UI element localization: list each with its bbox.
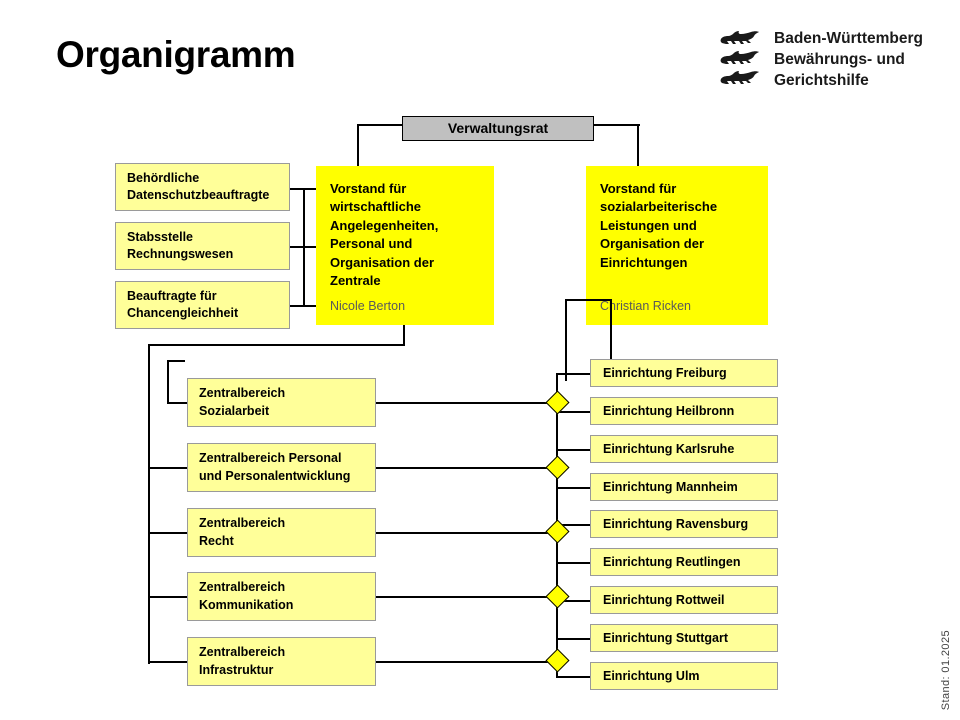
connector-facility-5 (556, 524, 591, 527)
connector-central-inner-top (167, 360, 185, 363)
lion-icon (720, 71, 759, 84)
node-label: Einrichtung Stuttgart (603, 630, 728, 645)
connector-staff-trunk (303, 188, 305, 306)
node-staff-chancengleichheit[interactable]: Beauftragte für Chancengleichheit (115, 281, 290, 329)
node-einrichtung-karlsruhe[interactable]: Einrichtung Karlsruhe (590, 435, 778, 463)
connector-facility-8 (556, 638, 591, 641)
node-label: Zentralbereich Recht (199, 516, 286, 548)
connector-facility-6 (556, 562, 591, 565)
three-lions-icon (718, 28, 762, 88)
connector-facility-1 (556, 373, 591, 376)
logo-wordmark: Baden-Württemberg Bewährungs- und Gerich… (774, 28, 923, 92)
connector-board-right-run (565, 299, 612, 302)
node-label: Einrichtung Ravensburg (603, 516, 749, 531)
node-zentralbereich-infrastruktur[interactable]: Zentralbereich Infrastruktur (187, 637, 376, 686)
node-label: Einrichtung Rottweil (603, 592, 725, 607)
node-einrichtung-rottweil[interactable]: Einrichtung Rottweil (590, 586, 778, 614)
node-zentralbereich-kommunikation[interactable]: Zentralbereich Kommunikation (187, 572, 376, 621)
connector-facility-9 (556, 676, 591, 679)
diamond-connector-2 (545, 455, 570, 480)
bw-logo: Baden-Württemberg Bewährungs- und Gerich… (718, 28, 923, 92)
node-einrichtung-heilbronn[interactable]: Einrichtung Heilbronn (590, 397, 778, 425)
connector-facility-3 (556, 449, 591, 452)
node-verwaltungsrat[interactable]: Verwaltungsrat (402, 116, 594, 141)
node-label: Einrichtung Karlsruhe (603, 441, 735, 456)
connector-board-left-run (148, 344, 405, 347)
connector-council-right-h (594, 124, 640, 127)
connector-central-5-right (376, 661, 556, 664)
node-label: Einrichtung Ulm (603, 668, 700, 683)
connector-board-right-run-v (565, 299, 568, 381)
page-title: Organigramm (56, 34, 296, 75)
node-label: Einrichtung Heilbronn (603, 403, 735, 418)
connector-council-left-v (357, 124, 360, 168)
node-zentralbereich-sozialarbeit[interactable]: Zentralbereich Sozialarbeit (187, 378, 376, 427)
diamond-connector-4 (545, 584, 570, 609)
node-label: Zentralbereich Personal und Personalentw… (199, 451, 351, 483)
connector-central-trunk (148, 344, 151, 664)
node-person: Nicole Berton (330, 299, 406, 313)
node-zentralbereich-personal[interactable]: Zentralbereich Personal und Personalentw… (187, 443, 376, 492)
connector-central-5 (148, 661, 187, 664)
connector-facility-4 (556, 487, 591, 490)
connector-council-right-v (637, 124, 640, 168)
node-label: Behördliche Datenschutzbeauftragte (127, 170, 270, 202)
node-einrichtung-mannheim[interactable]: Einrichtung Mannheim (590, 473, 778, 501)
lion-icon (720, 31, 759, 44)
connector-staff-3 (290, 305, 316, 307)
stand-date: Stand: 01.2025 (940, 629, 952, 710)
node-vorstand-wirtschaft[interactable]: Vorstand für wirtschaftliche Angelegenhe… (316, 166, 494, 325)
connector-central-4-right (376, 596, 556, 599)
node-vorstand-sozialarbeit[interactable]: Vorstand für sozialarbeiterische Leistun… (586, 166, 768, 325)
node-label: Zentralbereich Kommunikation (199, 580, 294, 612)
connector-central-1-right (376, 402, 556, 405)
node-label: Beauftragte für Chancengleichheit (127, 288, 239, 320)
node-zentralbereich-recht[interactable]: Zentralbereich Recht (187, 508, 376, 557)
logo-line-2: Bewährungs- und (774, 51, 905, 69)
lion-icon (720, 51, 759, 64)
node-einrichtung-ravensburg[interactable]: Einrichtung Ravensburg (590, 510, 778, 538)
node-person: Christian Ricken (600, 299, 692, 313)
diamond-connector-5 (545, 648, 570, 673)
connector-central-3-right (376, 532, 556, 535)
connector-council-left-h (357, 124, 402, 127)
connector-board-left-drop (403, 325, 406, 346)
logo-line-3: Gerichtshilfe (774, 72, 869, 90)
node-einrichtung-reutlingen[interactable]: Einrichtung Reutlingen (590, 548, 778, 576)
node-einrichtung-ulm[interactable]: Einrichtung Ulm (590, 662, 778, 690)
node-label: Stabsstelle Rechnungswesen (127, 229, 234, 261)
node-label: Einrichtung Reutlingen (603, 554, 741, 569)
node-label: Einrichtung Freiburg (603, 365, 727, 380)
connector-board-right-drop (610, 299, 613, 373)
node-label: Verwaltungsrat (447, 119, 549, 136)
connector-central-2-right (376, 467, 556, 470)
node-label: Vorstand für sozialarbeiterische Leistun… (600, 181, 718, 270)
node-label: Einrichtung Mannheim (603, 479, 738, 494)
node-label: Vorstand für wirtschaftliche Angelegenhe… (330, 181, 439, 289)
connector-facility-7 (556, 600, 591, 603)
node-staff-rechnungswesen[interactable]: Stabsstelle Rechnungswesen (115, 222, 290, 270)
node-einrichtung-stuttgart[interactable]: Einrichtung Stuttgart (590, 624, 778, 652)
connector-central-3 (148, 532, 187, 535)
connector-central-2 (148, 467, 187, 470)
node-label: Zentralbereich Sozialarbeit (199, 386, 286, 418)
connector-facility-2 (556, 411, 591, 414)
node-einrichtung-freiburg[interactable]: Einrichtung Freiburg (590, 359, 778, 387)
node-staff-datenschutz[interactable]: Behördliche Datenschutzbeauftragte (115, 163, 290, 211)
node-label: Zentralbereich Infrastruktur (199, 645, 286, 677)
logo-line-1: Baden-Württemberg (774, 30, 923, 47)
connector-central-1 (167, 402, 187, 405)
connector-central-trunk-inner (167, 360, 170, 404)
connector-central-4 (148, 596, 187, 599)
